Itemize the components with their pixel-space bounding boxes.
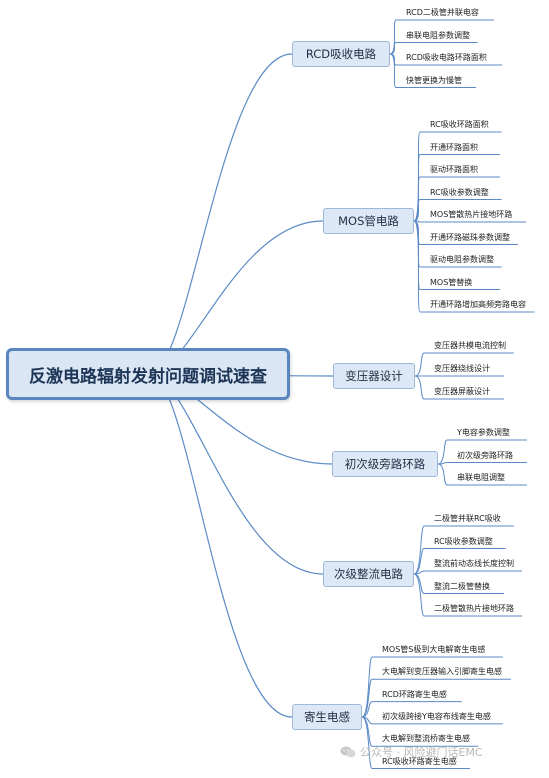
leaf-item-mos-2: 驱动环路面积	[430, 165, 478, 174]
leaf-item-bypass-1: 初次级旁路环路	[457, 450, 513, 460]
connector-line	[361, 716, 373, 769]
leaf-item-rectifier-4: 二极管散热片接地环路	[434, 604, 514, 613]
branch-node-mos: MOS管电路	[323, 208, 414, 234]
connector-line	[437, 463, 448, 486]
leaf-item-rectifier-1: RC吸收参数调整	[434, 536, 493, 546]
connector-line	[413, 199, 421, 222]
leaf-item-rcd-1: 串联电阻参数调整	[406, 30, 470, 40]
leaf-item-bypass-0: Y电容参数调整	[457, 428, 510, 437]
connector-line	[413, 131, 421, 222]
leaf-item-mos-4: MOS管散热片接地环路	[430, 210, 513, 219]
connector-line	[414, 375, 425, 400]
leaf-item-transformer-2: 变压器屏蔽设计	[434, 387, 490, 396]
connector-line	[413, 176, 421, 222]
leaf-item-mos-1: 开通环路面积	[430, 142, 478, 152]
leaf-item-mos-8: 开通环路增加高频旁路电容	[430, 300, 526, 309]
leaf-item-parasitic-1: 大电解到变压器输入引脚寄生电感	[382, 667, 502, 677]
leaf-item-transformer-0: 变压器共模电流控制	[434, 341, 506, 350]
connector-line	[413, 548, 425, 575]
leaf-item-mos-7: MOS管替换	[430, 277, 473, 287]
connector-line	[361, 678, 373, 718]
leaf-item-rcd-0: RCD二极管并联电容	[406, 8, 479, 17]
connector-line	[413, 525, 425, 575]
leaf-item-mos-3: RC吸收参数调整	[430, 187, 489, 197]
leaf-item-rectifier-3: 整流二极管替换	[434, 581, 490, 591]
branch-node-rectifier: 次级整流电路	[323, 561, 414, 587]
leaf-item-parasitic-0: MOS管S极到大电解寄生电感	[382, 645, 486, 654]
leaf-item-rcd-3: 快管更换为慢管	[406, 75, 462, 85]
leaf-item-rectifier-0: 二极管并联RC吸收	[434, 514, 501, 523]
connector-line	[389, 53, 397, 88]
watermark-text: 公众号 · 风险避门话EMC	[360, 746, 483, 759]
wechat-icon	[340, 746, 356, 758]
leaf-item-parasitic-5: RC吸收环路寄生电感	[382, 756, 457, 766]
root-node: 反激电路辐射发射问题调试速查	[6, 348, 290, 400]
leaf-item-rectifier-2: 整流前动态线长度控制	[434, 559, 514, 568]
connector-line	[414, 352, 425, 377]
connector-line	[149, 373, 324, 575]
connector-line	[149, 373, 293, 718]
connector-line	[361, 701, 373, 718]
branch-node-transformer: 变压器设计	[333, 363, 415, 389]
connector-line	[413, 220, 421, 313]
leaf-item-mos-6: 驱动电阻参数调整	[430, 255, 494, 264]
leaf-item-bypass-2: 串联电阻调整	[457, 473, 505, 482]
connector-line	[389, 19, 397, 55]
branch-node-bypass: 初次级旁路环路	[332, 451, 438, 477]
leaf-item-transformer-1: 变压器绕线设计	[434, 364, 490, 373]
connector-line	[437, 439, 448, 465]
connector-line	[413, 573, 425, 617]
leaf-item-parasitic-2: RCD环路寄生电感	[382, 689, 447, 699]
watermark: 公众号 · 风险避门话EMC	[340, 744, 483, 760]
leaf-item-mos-0: RC吸收环路面积	[430, 120, 489, 129]
branch-node-rcd: RCD吸收电路	[292, 41, 390, 67]
leaf-item-mos-5: 开通环路磁珠参数调整	[430, 232, 510, 242]
branch-node-parasitic: 寄生电感	[292, 704, 362, 730]
leaf-item-rcd-2: RCD吸收电路环路面积	[406, 53, 487, 62]
connector-line	[149, 53, 293, 375]
leaf-item-parasitic-3: 初次级跨接Y电容布线寄生电感	[382, 711, 491, 721]
leaf-item-parasitic-4: 大电解到整流桥寄生电感	[382, 734, 470, 744]
